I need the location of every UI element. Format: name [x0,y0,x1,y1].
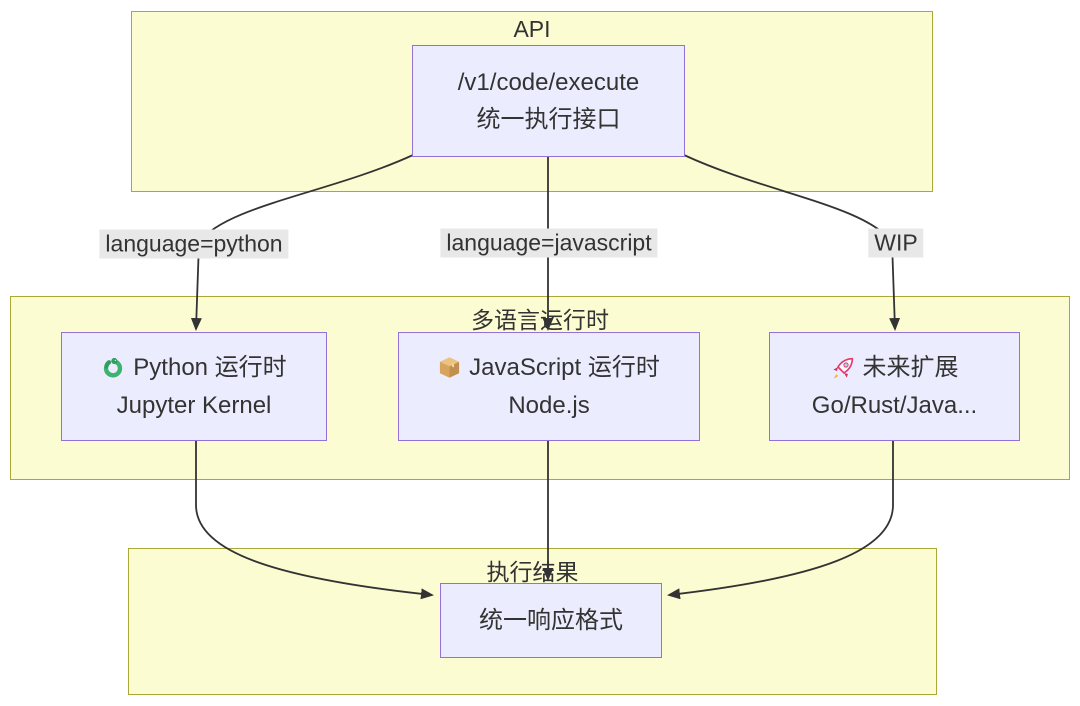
node-future-line2: Go/Rust/Java... [811,391,978,419]
node-response-line1: 统一响应格式 [479,606,623,634]
node-javascript-line1: JavaScript 运行时 [469,354,660,382]
node-python-runtime: Python 运行时 Jupyter Kernel [61,332,327,441]
node-response-format: 统一响应格式 [440,583,662,658]
node-execute-line2: 统一执行接口 [476,106,621,133]
edge-label-wip: WIP [868,228,924,258]
container-api-title: API [513,16,551,42]
package-icon [438,356,461,379]
container-runtimes-title: 多语言运行时 [471,307,609,333]
node-execute-endpoint: /v1/code/execute 统一执行接口 [412,45,685,157]
node-javascript-line2: Node.js [508,391,590,419]
node-javascript-runtime: JavaScript 运行时 Node.js [398,332,700,441]
container-results-title: 执行结果 [486,559,579,585]
edge-label-language-python: language=python [99,229,289,259]
node-future-line1: 未来扩展 [862,354,959,382]
snake-icon [101,356,125,380]
node-python-line1: Python 运行时 [133,354,287,382]
edge-label-language-javascript: language=javascript [440,228,658,258]
node-execute-line1: /v1/code/execute [457,68,640,96]
rocket-icon [831,356,855,380]
node-future-expansion: 未来扩展 Go/Rust/Java... [769,332,1020,441]
node-python-line2: Jupyter Kernel [116,391,272,419]
